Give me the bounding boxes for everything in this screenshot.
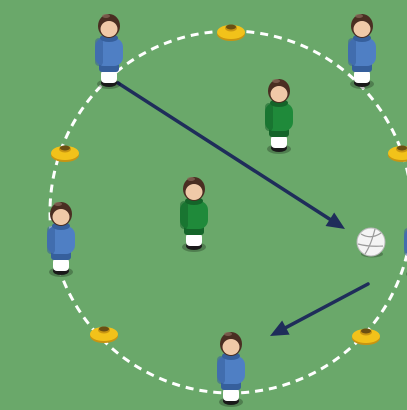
blue-player-top-left <box>95 14 123 89</box>
green-player-center <box>180 177 208 252</box>
cone-top-icon <box>217 24 245 41</box>
arrow-layer <box>116 81 370 336</box>
run-arrow <box>270 282 370 336</box>
green-player-upper <box>265 79 293 154</box>
pass-arrow-head <box>325 212 345 229</box>
player-layer <box>47 14 407 407</box>
cone-left-icon <box>51 145 79 162</box>
cone-bottom-left-icon <box>90 326 118 343</box>
pass-arrow <box>116 81 345 229</box>
blue-player-left <box>47 202 75 277</box>
cone-bottom-right-icon <box>352 328 380 345</box>
cone-right-icon <box>388 145 407 162</box>
blue-player-top-right <box>348 14 376 89</box>
soccer-ball-icon <box>356 227 386 258</box>
ball-layer <box>356 227 386 258</box>
run-arrow-head <box>270 320 290 336</box>
blue-player-bottom <box>217 332 245 407</box>
cone-layer <box>51 24 407 345</box>
